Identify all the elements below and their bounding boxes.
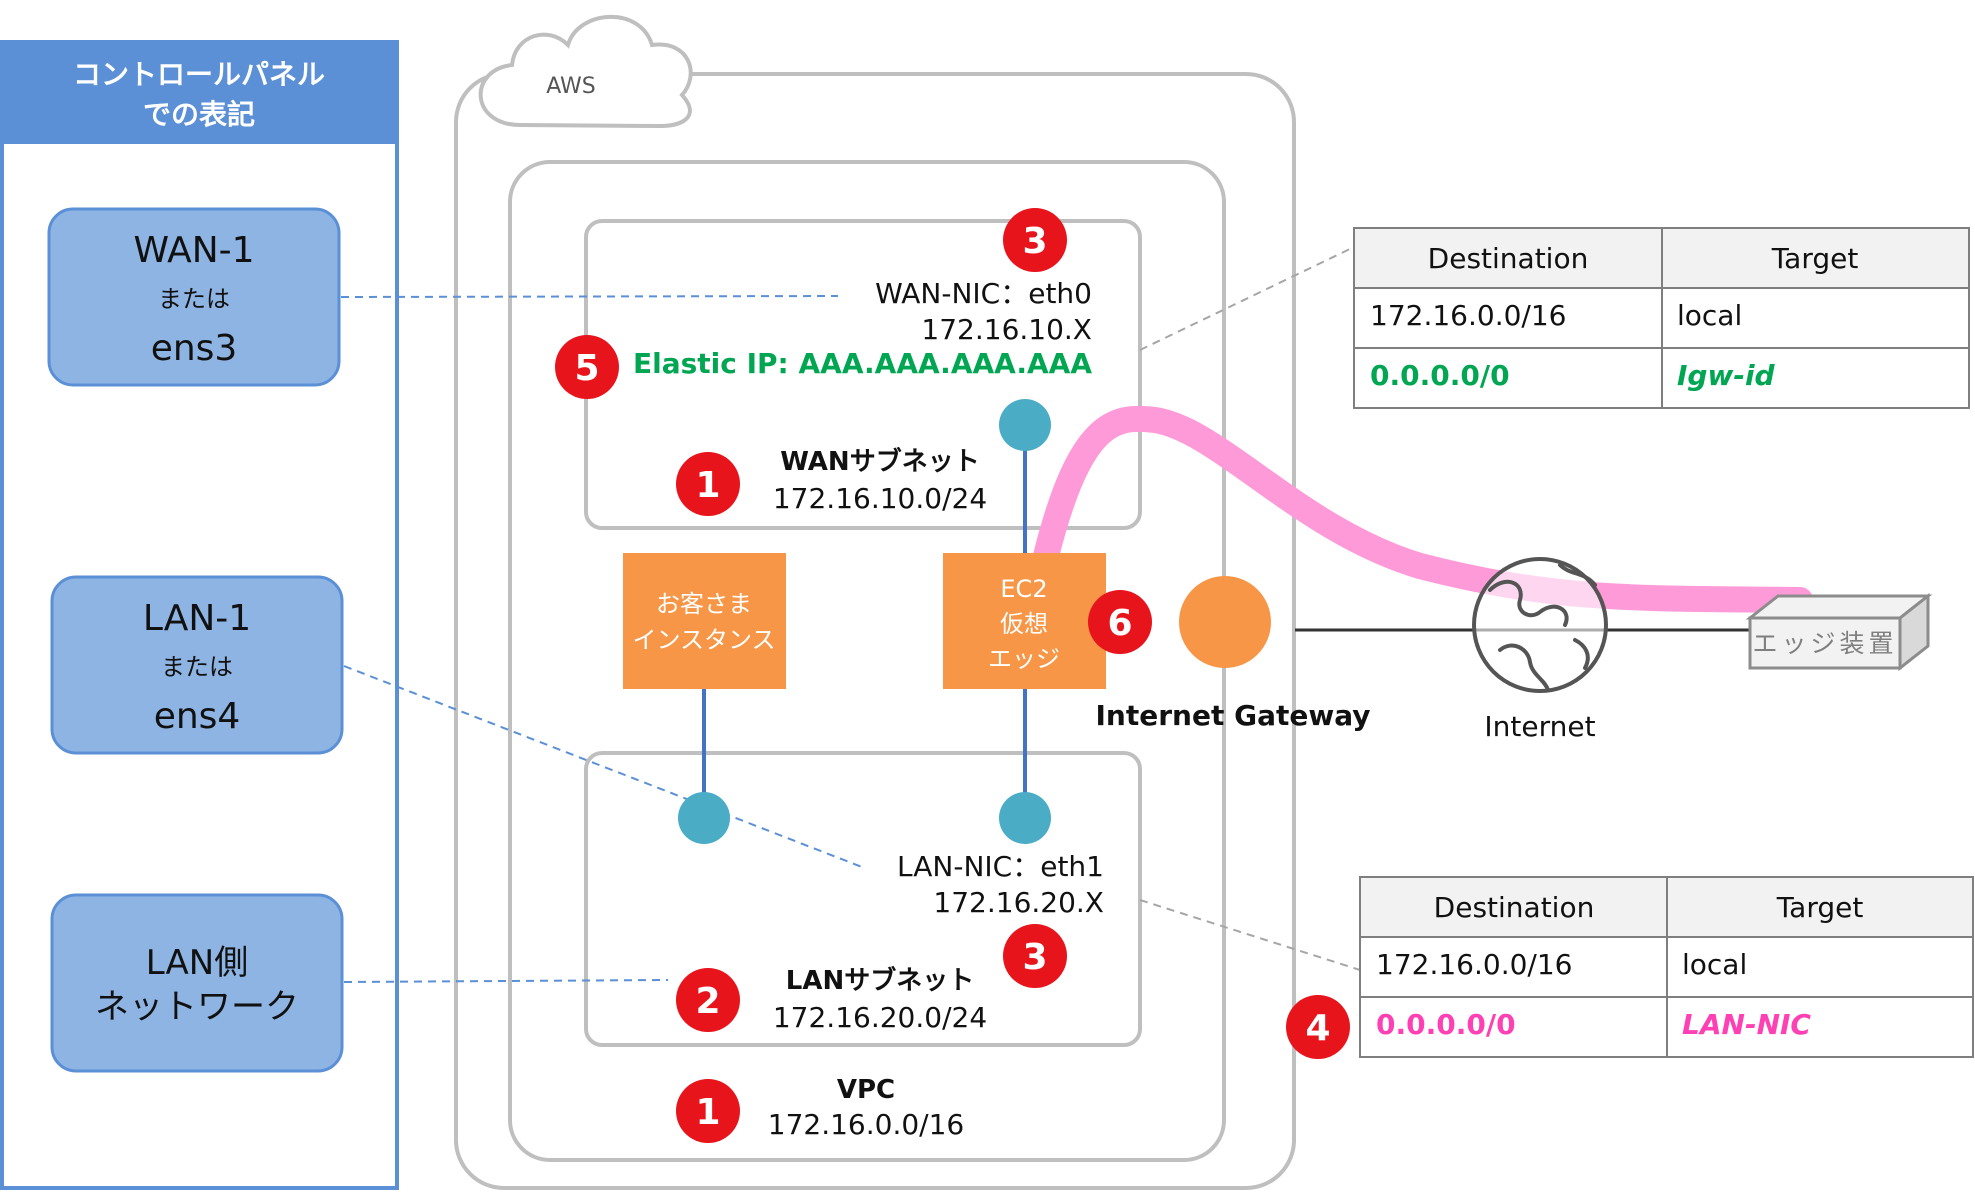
lan-subnet-label: LANサブネット — [786, 965, 974, 996]
panel-title-line2: での表記 — [143, 98, 255, 131]
panel-item-wan: WAN-1 または ens3 — [47, 207, 341, 387]
lan-nic-ip: 172.16.20.X — [933, 886, 1104, 919]
badge-ec2-edge: 6 — [1088, 590, 1152, 654]
ec2-line1: EC2 — [1000, 575, 1047, 603]
wan-rt-row1-target: local — [1677, 299, 1742, 332]
svg-text:3: 3 — [1022, 221, 1047, 262]
globe-icon — [1472, 557, 1608, 693]
svg-text:6: 6 — [1107, 603, 1132, 644]
edge-device-label: エッジ装置 — [1752, 629, 1897, 658]
ec2-line3: エッジ — [988, 645, 1060, 673]
lan-alt: ens4 — [154, 696, 241, 737]
wan-rt-header-dest: Destination — [1428, 242, 1589, 275]
elastic-ip: Elastic IP: AAA.AAA.AAA.AAA — [633, 347, 1092, 380]
ec2-line2: 仮想 — [1000, 610, 1048, 638]
badge-lan-route: 4 — [1286, 995, 1350, 1059]
lan-or: または — [161, 653, 233, 681]
lan-side-line1: LAN側 — [146, 943, 248, 983]
internet-path — [1033, 405, 1813, 613]
vpc-cidr: 172.16.0.0/16 — [768, 1108, 964, 1141]
lan-rt-header-dest: Destination — [1434, 891, 1595, 924]
wan-rt-row2-dest: 0.0.0.0/0 — [1370, 359, 1510, 392]
internet-label: Internet — [1484, 710, 1595, 743]
igw-label: Internet Gateway — [1096, 699, 1371, 732]
lan-side-line2: ネットワーク — [95, 987, 299, 1027]
lan-mapping-line — [343, 665, 863, 868]
wan-nic-icon — [999, 399, 1051, 451]
aws-cloud-icon: AWS — [478, 14, 693, 129]
lan-side-mapping-line — [343, 979, 669, 983]
wan-rt-header-target: Target — [1771, 242, 1859, 275]
wan-rt-row2-target: Igw-id — [1677, 359, 1776, 392]
customer-instance-line2: インスタンス — [632, 626, 775, 654]
lan-rt-row2-dest: 0.0.0.0/0 — [1376, 1008, 1516, 1041]
wan-route-leader — [1139, 246, 1355, 351]
customer-instance: お客さま インスタンス — [623, 553, 786, 689]
customer-nic-icon — [678, 792, 730, 844]
lan-rt-row1-dest: 172.16.0.0/16 — [1376, 948, 1572, 981]
badge-lan-subnet: 2 — [676, 968, 740, 1032]
lan-route-leader — [1139, 899, 1361, 971]
lan-name: LAN-1 — [143, 598, 251, 639]
wan-name: WAN-1 — [133, 230, 254, 271]
vpc-label: VPC — [837, 1075, 895, 1105]
svg-text:2: 2 — [695, 981, 720, 1022]
badge-wan-nic: 3 — [1003, 208, 1067, 272]
wan-nic-ip: 172.16.10.X — [921, 313, 1092, 346]
lan-nic-label: LAN-NIC：eth1 — [897, 850, 1104, 883]
lan-nic-icon — [999, 792, 1051, 844]
panel-title-line1: コントロールパネル — [73, 58, 325, 91]
panel-item-lan-side: LAN側 ネットワーク — [50, 893, 344, 1073]
svg-text:3: 3 — [1022, 937, 1047, 978]
svg-text:5: 5 — [574, 348, 599, 389]
wan-mapping-line — [340, 295, 839, 298]
ec2-virtual-edge: EC2 仮想 エッジ — [943, 553, 1106, 689]
route-table-lan: Destination Target 172.16.0.0/16 local 0… — [1359, 876, 1974, 1058]
internet-gateway-icon — [1179, 576, 1271, 668]
route-table-wan: Destination Target 172.16.0.0/16 local 0… — [1353, 227, 1970, 409]
lan-subnet-box — [584, 751, 1142, 1047]
badge-vpc: 1 — [676, 1079, 740, 1143]
aws-label: AWS — [546, 74, 596, 99]
wan-rt-row1-dest: 172.16.0.0/16 — [1370, 299, 1566, 332]
lan-rt-row1-target: local — [1682, 948, 1747, 981]
aws-container — [454, 72, 1296, 1190]
svg-text:4: 4 — [1305, 1008, 1330, 1049]
wan-or: または — [158, 285, 230, 313]
svg-text:1: 1 — [695, 465, 720, 506]
wan-subnet-cidr: 172.16.10.0/24 — [773, 482, 987, 515]
badge-elastic-ip: 5 — [555, 335, 619, 399]
lan-rt-row2-target: LAN-NIC — [1682, 1008, 1811, 1041]
lan-rt-header-target: Target — [1776, 891, 1864, 924]
badge-wan-subnet: 1 — [676, 452, 740, 516]
wan-nic-label: WAN-NIC：eth0 — [875, 277, 1092, 310]
svg-text:1: 1 — [695, 1092, 720, 1133]
edge-device-icon: エッジ装置 — [1745, 592, 1933, 672]
panel-item-lan: LAN-1 または ens4 — [50, 575, 344, 755]
customer-instance-line1: お客さま — [656, 590, 752, 618]
lan-subnet-cidr: 172.16.20.0/24 — [773, 1001, 987, 1034]
badge-lan-nic: 3 — [1003, 924, 1067, 988]
wan-subnet-label: WANサブネット — [780, 446, 979, 477]
wan-alt: ens3 — [151, 328, 238, 369]
